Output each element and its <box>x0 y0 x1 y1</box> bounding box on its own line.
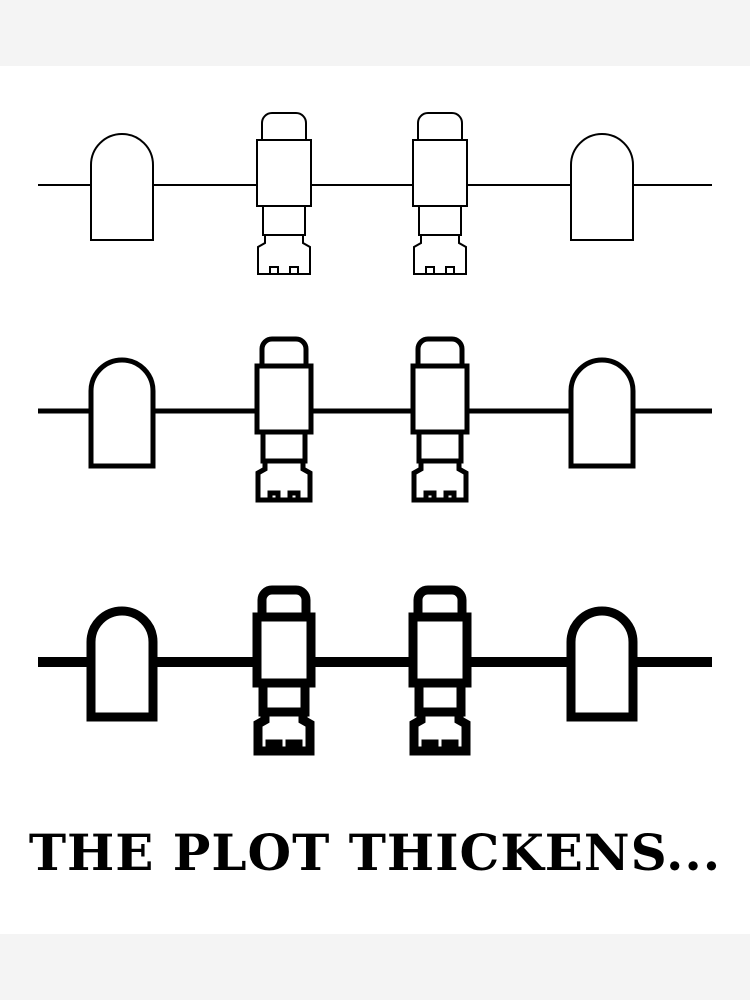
tombstone-figure <box>570 133 634 241</box>
top-margin-band <box>0 0 750 66</box>
foosball-player-figure <box>256 589 312 752</box>
bottom-margin-band <box>0 934 750 1000</box>
foosball-player-figure <box>412 338 468 501</box>
tombstone-figure <box>570 610 634 718</box>
row-medium <box>38 338 712 501</box>
poster-caption: THE PLOT THICKENS... <box>28 823 722 882</box>
foosball-player-figure <box>412 112 468 275</box>
tombstone-figure <box>90 359 154 467</box>
tombstone-figure <box>90 610 154 718</box>
row-thick <box>38 589 712 752</box>
tombstone-figure <box>570 359 634 467</box>
foosball-player-figure <box>256 112 312 275</box>
tombstone-figure <box>90 133 154 241</box>
foosball-player-figure <box>412 589 468 752</box>
foosball-player-figure <box>256 338 312 501</box>
row-thin <box>38 112 712 275</box>
